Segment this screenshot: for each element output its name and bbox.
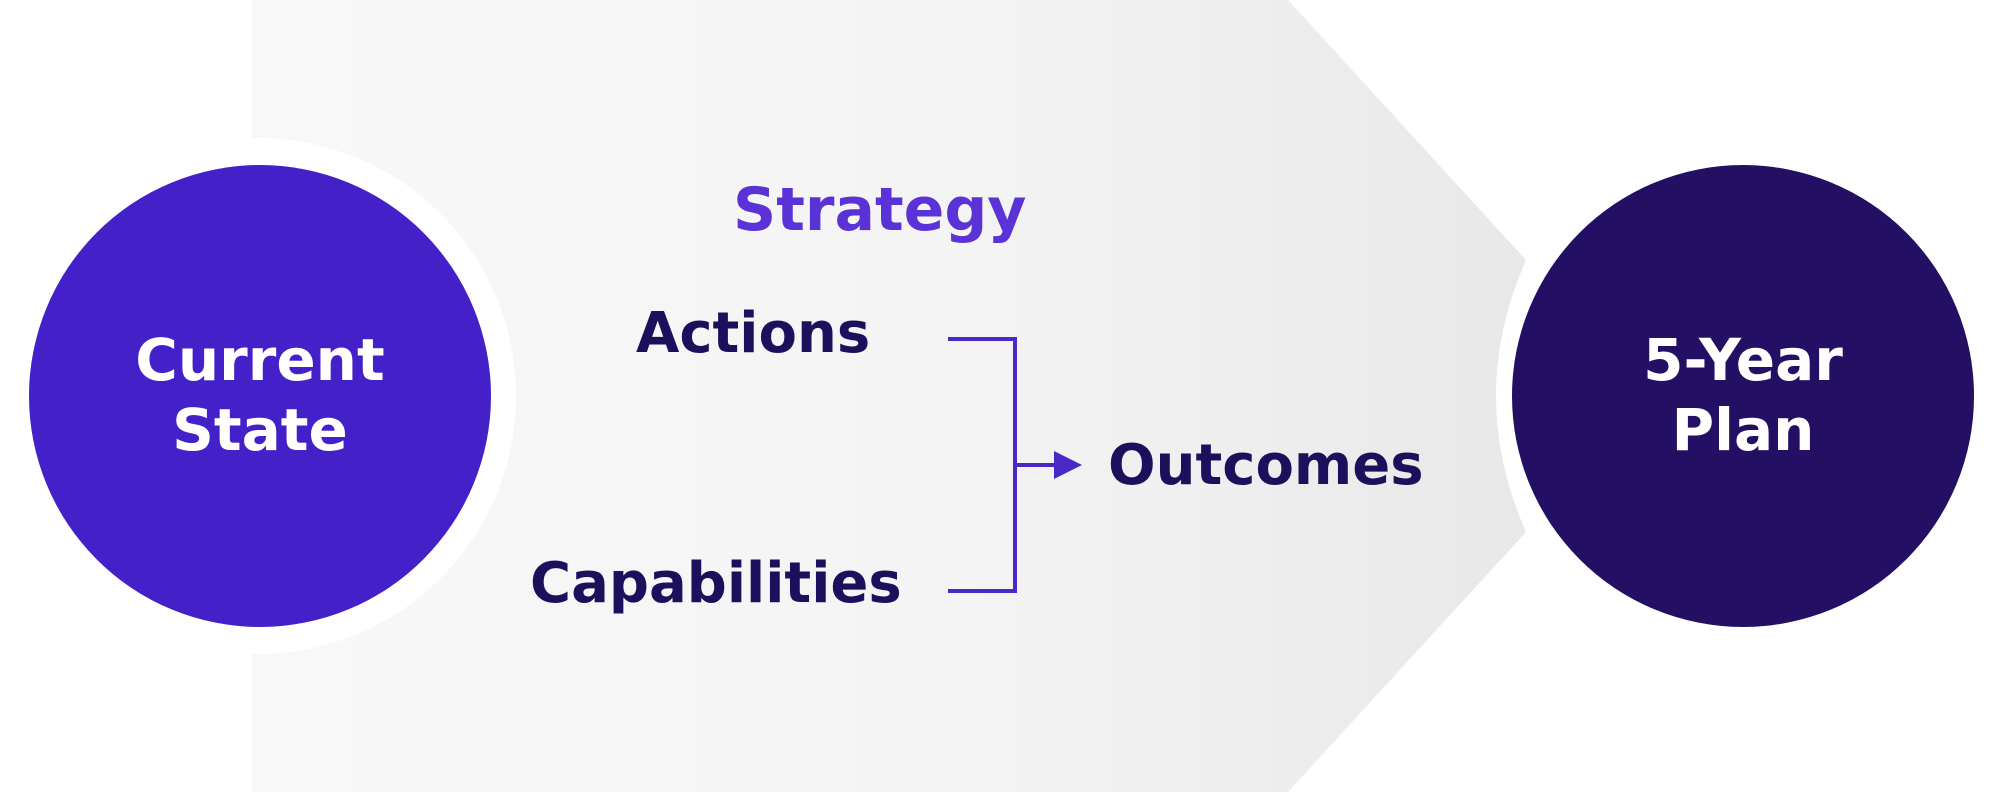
current-state-line2: State — [172, 396, 348, 464]
outcomes-label: Outcomes — [1108, 433, 1424, 498]
five-year-plan-circle — [1512, 165, 1974, 627]
capabilities-label: Capabilities — [530, 551, 902, 616]
strategy-arrow-band — [252, 0, 1526, 792]
connector-arrowhead — [1054, 451, 1082, 479]
current-state-line1: Current — [135, 326, 385, 395]
strategy-title: Strategy — [733, 175, 1027, 245]
current-state-circle — [29, 165, 491, 627]
five-year-plan-label: 5-Year Plan — [1543, 296, 1943, 496]
five-year-plan-line1: 5-Year — [1643, 326, 1843, 395]
connector-bracket — [948, 337, 1058, 593]
five-year-plan-line2: Plan — [1671, 396, 1815, 464]
actions-label: Actions — [636, 301, 871, 366]
current-state-label: Current State — [60, 296, 460, 496]
